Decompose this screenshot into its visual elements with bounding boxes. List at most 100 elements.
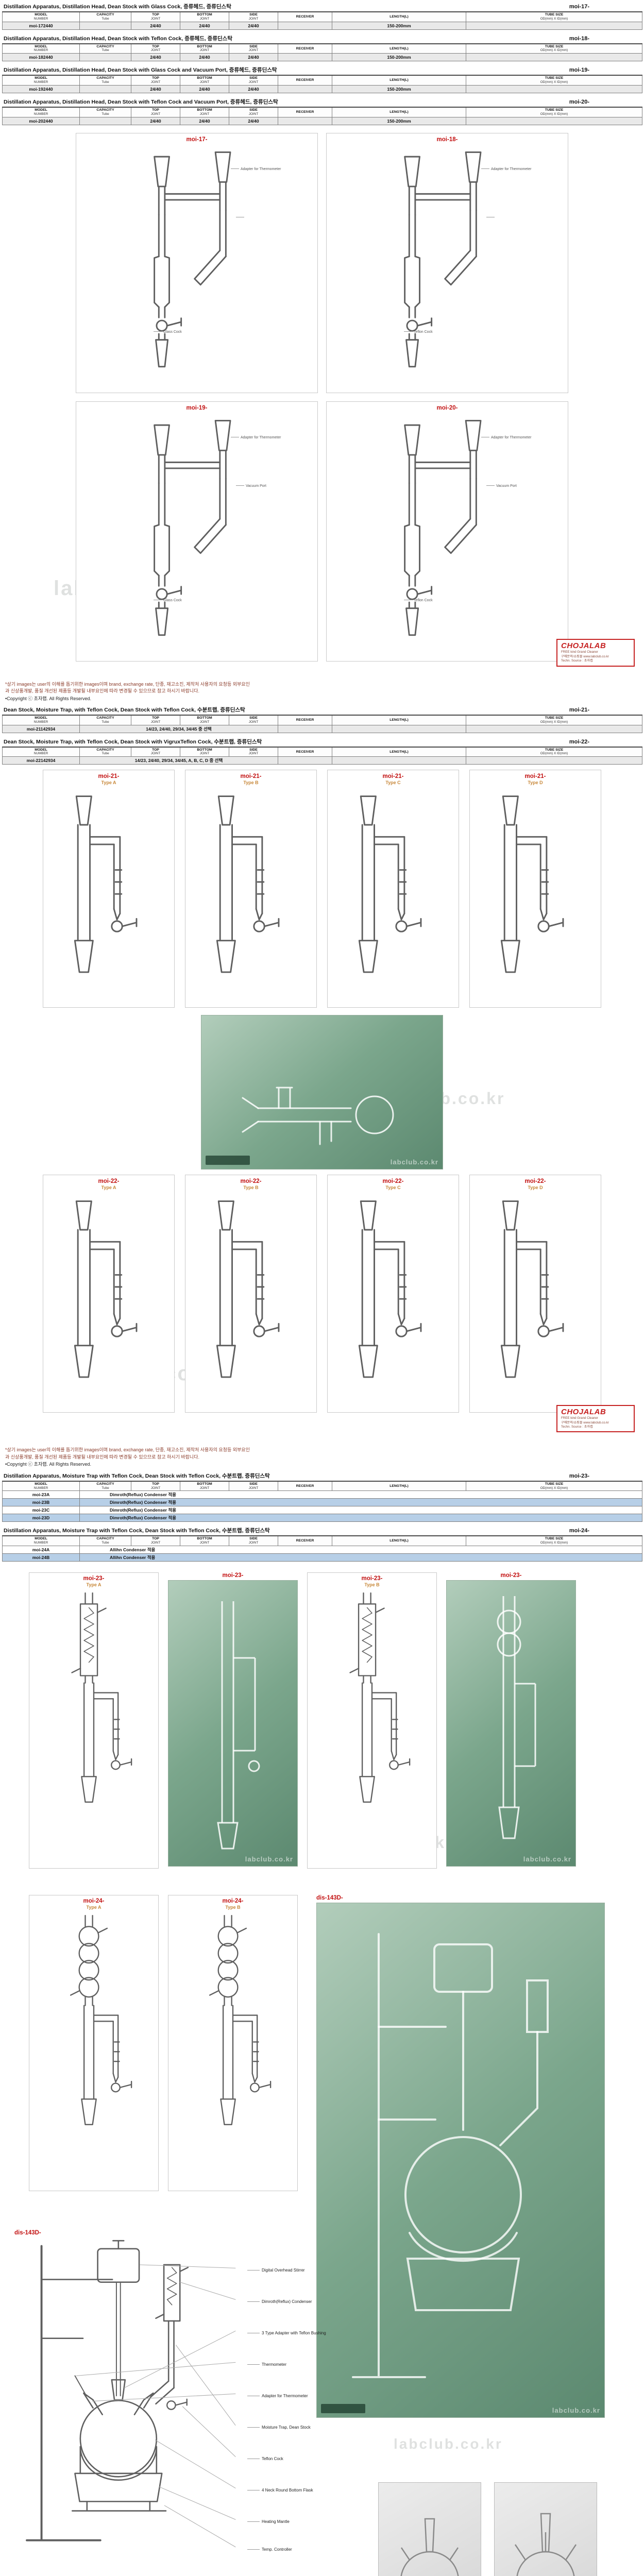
diagram-panel-2: labclub.co.kr labclub.co.kr moi-21- Type… bbox=[2, 770, 642, 1440]
callout-label: Teflon Cock bbox=[247, 2456, 283, 2461]
diagram-code-label: moi-20- bbox=[436, 404, 458, 411]
cell-length bbox=[332, 724, 466, 733]
photo-watermark: labclub.co.kr bbox=[390, 1158, 438, 1166]
section-code: moi-18- bbox=[569, 35, 589, 42]
glassware-diagram bbox=[187, 787, 315, 990]
product-section-moi-20: Distillation Apparatus, Distillation Hea… bbox=[2, 97, 642, 125]
cell-tube-size bbox=[466, 756, 642, 765]
spec-row: moi-22142934 14/23, 24/40, 29/34, 34/45,… bbox=[2, 756, 642, 765]
photo-caption-chip bbox=[321, 2404, 365, 2413]
spec-row: moi-23A Dimroth(Reflux) Condenser 적용 bbox=[2, 1490, 642, 1499]
cell-length: 150-200mm bbox=[332, 116, 466, 125]
spec-row: moi-23C Dimroth(Reflux) Condenser 적용 bbox=[2, 1506, 642, 1515]
mini-photo-type-b: *Type B* bbox=[494, 2482, 597, 2576]
diagram-panel-3: labclub.co.kr labclub.co.kr labclub.co.k… bbox=[2, 1565, 642, 2576]
glassware-diagram bbox=[329, 787, 457, 990]
cell-receiver bbox=[278, 756, 332, 765]
section-title: Distillation Apparatus, Distillation Hea… bbox=[4, 4, 231, 10]
diagram-cell-moi-24-type-a: moi-24- Type A bbox=[29, 1895, 159, 2191]
product-photo: labclub.co.kr bbox=[168, 1580, 298, 1867]
diagram-code-label: moi-21- bbox=[524, 773, 546, 780]
diagram-code-label: moi-22- bbox=[98, 1178, 120, 1185]
diagram-code-label: dis-143D- bbox=[316, 1895, 343, 1901]
cell-top-joint: 24/40 bbox=[131, 53, 180, 62]
section-header: Distillation Apparatus, Moisture Trap wi… bbox=[2, 1526, 642, 1535]
diagram-code-label: moi-23- bbox=[500, 1572, 522, 1579]
callout-label: Temp. Controller bbox=[247, 2547, 292, 2552]
diagram-code-label: dis-143D- bbox=[14, 2230, 41, 2236]
diagram-type-label: Type D bbox=[528, 1185, 543, 1191]
cell-tube-size bbox=[466, 116, 642, 125]
diagram-type-label: Type B bbox=[225, 1905, 241, 1910]
cell-model: moi-23C bbox=[2, 1506, 80, 1515]
cell-side-joint: 24/40 bbox=[229, 116, 278, 125]
diagram-cell-moi-21-a: moi-21- Type A bbox=[43, 770, 175, 1008]
diagram-cell-moi-23-type-b: moi-23- Type B bbox=[307, 1572, 437, 1869]
diagram-row-moi-22: moi-22- Type A moi-22- Type B moi-22- Ty… bbox=[2, 1175, 642, 1413]
spec-row: moi-24B Allihn Condenser 적용 bbox=[2, 1553, 642, 1562]
cell-model: moi-182440 bbox=[2, 53, 80, 62]
glassware-diagram bbox=[45, 787, 173, 990]
glassware-diagram bbox=[33, 1912, 155, 2179]
cell-model: moi-23D bbox=[2, 1514, 80, 1522]
col-receiver: RECEIVER bbox=[278, 43, 332, 54]
cell-model: moi-172440 bbox=[2, 21, 80, 30]
diagram-type-label: Type B bbox=[243, 1185, 259, 1191]
diagram-cell-moi-18: moi-18- Adapter for Thermometer Teflon C… bbox=[326, 132, 568, 393]
cell-note: Allihn Condenser 적용 bbox=[79, 1546, 642, 1554]
diagram-cell-moi-21-c: moi-21- Type C bbox=[327, 770, 459, 1008]
annotation-label bbox=[486, 216, 496, 219]
glassware-diagram bbox=[471, 1192, 599, 1395]
diagram-code-label: moi-18- bbox=[436, 136, 458, 143]
product-section-moi-22: Dean Stock, Moisture Trap, with Teflon C… bbox=[2, 737, 642, 765]
diagram-type-label: Type A bbox=[86, 1582, 101, 1587]
section-code: moi-20- bbox=[569, 98, 589, 105]
product-section-moi-24: Distillation Apparatus, Moisture Trap wi… bbox=[2, 1526, 642, 1562]
cell-model: moi-21142934 bbox=[2, 724, 80, 733]
copyright-line: •Copyright ⓒ 초자랩. All Rights Reserved. bbox=[5, 1462, 92, 1467]
col-length: LENGTH(L) bbox=[332, 106, 466, 117]
diagram-code-label: moi-24- bbox=[83, 1898, 105, 1904]
cell-capacity bbox=[79, 84, 131, 93]
cell-model: moi-24A bbox=[2, 1546, 80, 1554]
cell-capacity bbox=[79, 53, 131, 62]
diagram-code-label: moi-23- bbox=[222, 1572, 244, 1579]
cell-model: moi-202440 bbox=[2, 116, 80, 125]
section-title: Dean Stock, Moisture Trap, with Teflon C… bbox=[4, 707, 245, 713]
section-header: Dean Stock, Moisture Trap, with Teflon C… bbox=[2, 737, 642, 747]
cell-model: moi-24B bbox=[2, 1553, 80, 1562]
callout-label: 3 Type Adapter with Teflon Bushing bbox=[247, 2331, 326, 2335]
mini-photo bbox=[378, 2482, 481, 2576]
annotation-label: Glass Cock bbox=[154, 599, 182, 602]
cell-note: Dimroth(Reflux) Condenser 적용 bbox=[79, 1514, 642, 1522]
cell-capacity bbox=[79, 21, 131, 30]
spec-row: moi-172440 24/40 24/40 24/40 150-200mm bbox=[2, 21, 642, 30]
cell-model: moi-22142934 bbox=[2, 756, 80, 765]
callout-label: Dimroth(Reflux) Condenser bbox=[247, 2299, 312, 2304]
section-header: Dean Stock, Moisture Trap, with Teflon C… bbox=[2, 705, 642, 715]
section-header: Distillation Apparatus, Distillation Hea… bbox=[2, 33, 642, 43]
product-section-moi-17: Distillation Apparatus, Distillation Hea… bbox=[2, 2, 642, 30]
glassware-diagram bbox=[360, 145, 535, 376]
annotation-label bbox=[236, 216, 246, 219]
section-code: moi-23- bbox=[569, 1472, 589, 1479]
